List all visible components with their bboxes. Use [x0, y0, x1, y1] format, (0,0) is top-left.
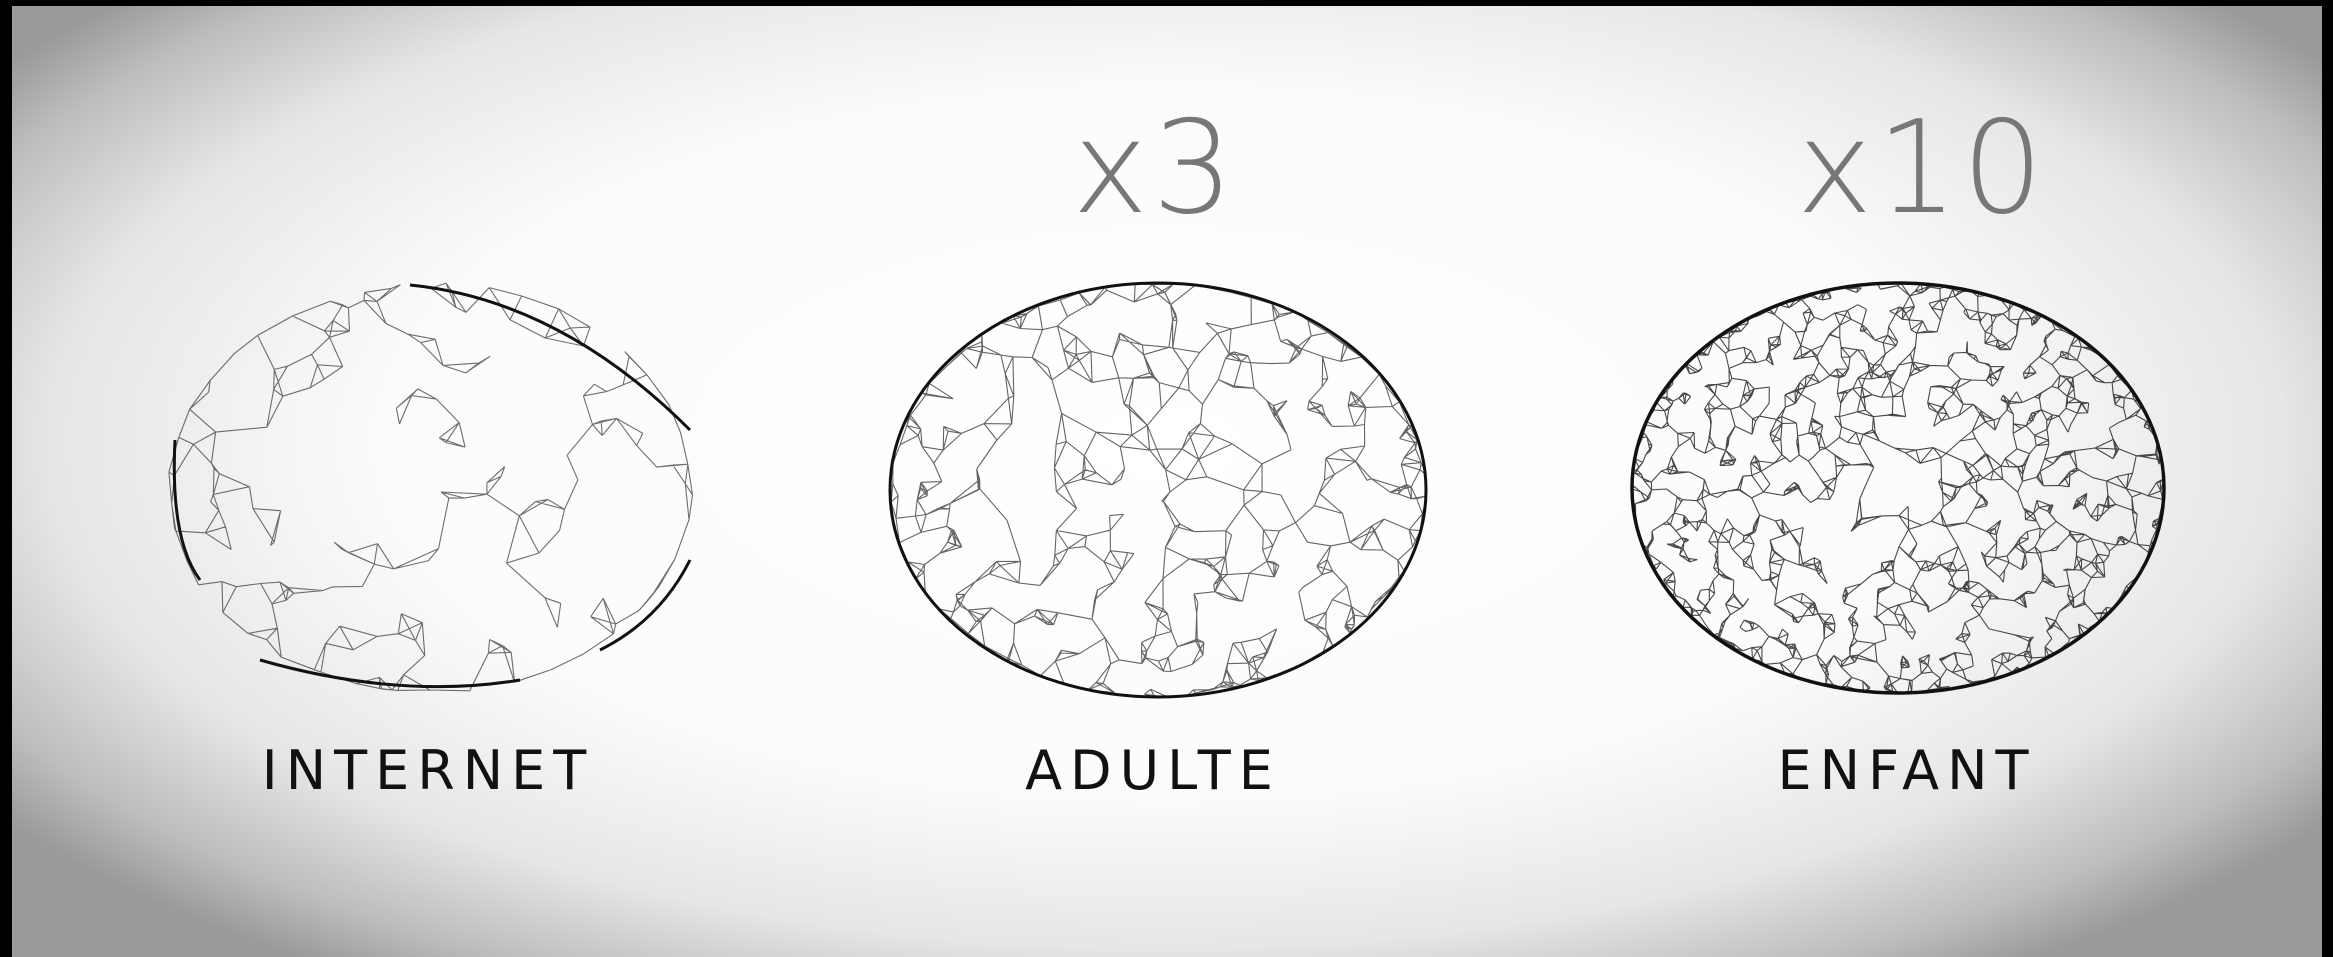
label-enfant: ENFANT [1778, 739, 2037, 802]
network-mesh [891, 284, 1427, 697]
sphere-outline-arc [410, 285, 690, 430]
sphere-enfant [1631, 283, 2164, 693]
sphere-outline-arc [600, 560, 690, 650]
network-mesh [1631, 283, 2163, 693]
label-internet: INTERNET [262, 739, 594, 802]
sphere-adulte [890, 283, 1427, 697]
multiplier-adulte: x3 [1072, 94, 1237, 243]
sphere-outline-arc [174, 440, 200, 580]
network-mesh [169, 283, 693, 691]
multiplier-enfant: x10 [1797, 94, 2048, 243]
label-adulte: ADULTE [1025, 739, 1281, 802]
sphere-internet [168, 283, 693, 693]
